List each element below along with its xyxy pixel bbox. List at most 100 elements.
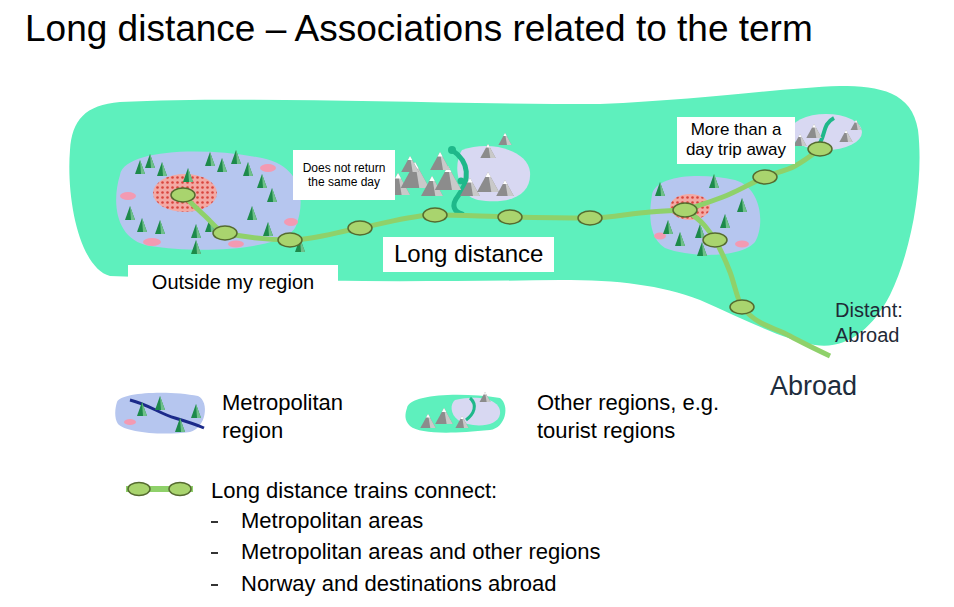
station [808, 142, 832, 156]
tree [191, 404, 201, 418]
mountain [839, 130, 852, 142]
station [348, 221, 372, 235]
tree [205, 152, 215, 166]
mountain [430, 152, 450, 170]
metropolitan-region [116, 151, 300, 249]
mountain [455, 416, 468, 428]
tree [142, 402, 147, 416]
train-track [183, 195, 685, 240]
mountain [806, 124, 821, 138]
mountain [485, 392, 491, 402]
tree [248, 162, 253, 176]
tree [217, 158, 227, 172]
tree [140, 160, 145, 174]
label-box: More than a day trip away [677, 117, 795, 164]
station [423, 208, 447, 222]
legend-entry: Long distance trains connect: [211, 477, 497, 505]
mountain [484, 392, 487, 395]
tree [125, 206, 135, 220]
mountain [410, 156, 419, 172]
tree [160, 396, 165, 410]
mountain [444, 408, 453, 424]
station [171, 188, 195, 202]
station [673, 203, 697, 217]
tree [142, 218, 147, 232]
tree [247, 206, 257, 220]
mountain [420, 414, 435, 428]
legend-train-line [126, 483, 193, 496]
tree [236, 150, 241, 164]
metropolitan-region [670, 194, 710, 220]
tree [675, 232, 685, 246]
mountain [503, 133, 506, 136]
legend-tourist-icon [466, 398, 474, 420]
list-dash [211, 584, 218, 586]
tree [150, 154, 155, 168]
tree [660, 182, 665, 196]
mountain [812, 124, 816, 128]
metropolitan-region [120, 192, 136, 200]
tree [680, 232, 685, 246]
mountain [468, 178, 473, 183]
tree [737, 198, 747, 212]
tree [130, 206, 135, 220]
tree [742, 198, 747, 212]
mountain [814, 124, 822, 138]
mountain [426, 414, 430, 418]
tree [263, 222, 273, 236]
mountain [503, 180, 507, 184]
tree [180, 418, 185, 432]
mountain [793, 134, 806, 146]
tree [155, 220, 165, 234]
mountain [442, 408, 446, 412]
tree [196, 404, 201, 418]
mountain [401, 156, 419, 172]
legend-entry: Other regions, e.g. tourist regions [537, 389, 752, 445]
tree [257, 174, 267, 188]
mountain [408, 156, 412, 160]
tree [725, 214, 730, 228]
tree [196, 224, 201, 238]
list-item: Metropolitan areas [241, 508, 423, 533]
metropolitan-region [284, 218, 298, 226]
tree [231, 150, 241, 164]
legend-train-line [169, 483, 191, 496]
legend-metropolitan-icon [115, 393, 205, 434]
mountain [851, 120, 862, 130]
mountain [477, 172, 499, 192]
legend-text: Long distance trains connect: [211, 477, 497, 505]
title: Long distance – Associations related to … [25, 8, 813, 50]
tourist-region [448, 146, 456, 154]
tree [135, 160, 145, 174]
tree [268, 222, 273, 236]
mountain [485, 172, 491, 177]
legend-text: Metropolitan region [222, 389, 372, 445]
metropolitan-region [735, 241, 749, 248]
list-dash [211, 522, 218, 585]
tree [155, 396, 165, 410]
tree [196, 240, 201, 254]
station [213, 226, 237, 240]
label-text: More than a day trip away [681, 120, 791, 161]
tree [175, 418, 185, 432]
mountain [448, 166, 461, 190]
label-box: Long distance [383, 237, 554, 272]
label-box: Outside my region [128, 265, 338, 299]
mountain [496, 180, 514, 196]
station [730, 300, 754, 314]
legend-metropolitan-icon [124, 419, 136, 425]
mountain [435, 408, 453, 424]
mountain [429, 176, 435, 181]
mountain [480, 392, 491, 402]
tree [137, 218, 147, 232]
train-track [685, 210, 830, 356]
tourist-region [458, 178, 465, 185]
label-text: Outside my region [152, 270, 314, 294]
legend-train-line [128, 483, 150, 496]
trees [125, 150, 747, 432]
station [578, 211, 602, 225]
mountain [460, 178, 480, 196]
